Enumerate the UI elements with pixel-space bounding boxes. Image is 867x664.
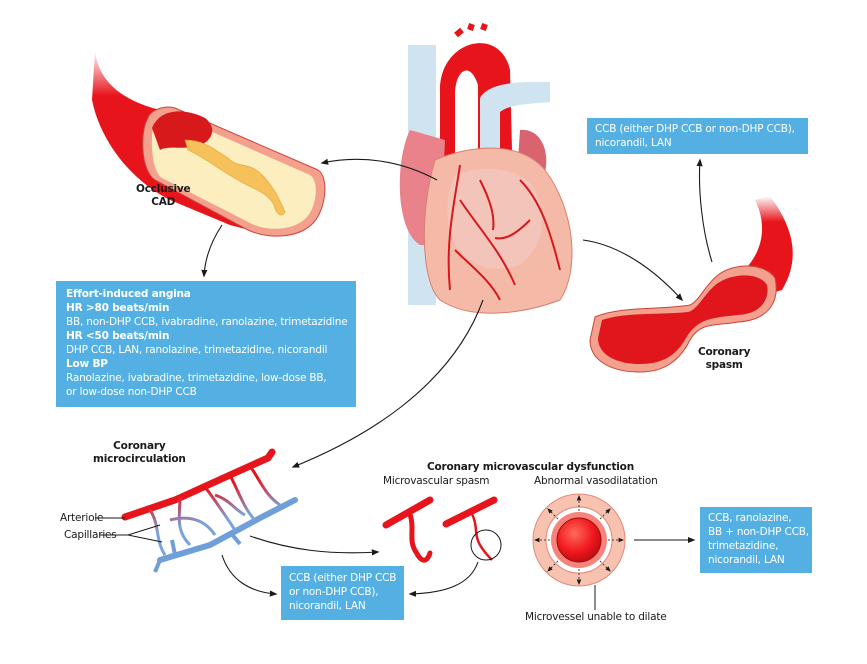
mvs-treatment-line-3: nicorandil, LAN — [289, 600, 366, 612]
vaso-treatment-line-3: trimetazidine, — [708, 540, 779, 552]
hr-high-drugs: BB, non-DHP CCB, ivabradine, ranolazine,… — [66, 316, 348, 328]
effort-angina-title: Effort-induced angina — [66, 288, 191, 300]
coronary-microcirculation-label-line-1: Coronary — [113, 440, 166, 452]
arrow-heart-to-cad — [320, 158, 438, 181]
hr-low-heading: HR <50 beats/min — [66, 330, 170, 342]
arteriole-label: Arteriole — [60, 512, 104, 524]
vasodilatation-treatment-box: CCB, ranolazine, BB + non-DHP CCB, trime… — [700, 507, 812, 573]
vaso-treatment-line-1: CCB, ranolazine, — [708, 512, 792, 524]
coronary-microcirculation-label: Coronary microcirculation — [93, 440, 186, 466]
spasm-treatment-line-1: CCB (either DHP CCB or non-DHP CCB), — [595, 123, 795, 135]
spasm-treatment-box: CCB (either DHP CCB or non-DHP CCB), nic… — [587, 118, 808, 154]
arrow-cad-to-effort-box — [201, 224, 223, 278]
coronary-spasm-vessel-illustration — [589, 196, 793, 373]
abnormal-vasodilatation-illustration — [532, 493, 626, 610]
abnormal-vasodilatation-label: Abnormal vasodilatation — [534, 475, 658, 487]
spasm-treatment-line-2: nicorandil, LAN — [595, 137, 672, 149]
arrow-micro-to-ccb-box — [221, 554, 278, 597]
coronary-spasm-label-line-2: spasm — [705, 359, 743, 371]
microvessel-unable-label: Microvessel unable to dilate — [525, 611, 667, 623]
heart-illustration — [399, 23, 573, 314]
low-bp-drugs-line-1: Ranolazine, ivabradine, trimetazidine, l… — [66, 372, 327, 384]
low-bp-heading: Low BP — [66, 358, 108, 370]
low-bp-drugs-line-2: or low-dose non-DHP CCB — [66, 386, 197, 398]
occlusive-cad-label: Occlusive CAD — [136, 183, 191, 209]
effort-angina-treatment-box: Effort-induced angina HR >80 beats/min B… — [56, 281, 356, 407]
coronary-spasm-label-line-1: Coronary — [698, 346, 751, 358]
vaso-treatment-line-4: nicorandil, LAN — [708, 554, 785, 566]
cmd-title: Coronary microvascular dysfunction — [427, 461, 634, 473]
hr-low-drugs: DHP CCB, LAN, ranolazine, trimetazidine,… — [66, 344, 328, 356]
microvascular-spasm-label: Microvascular spasm — [383, 475, 490, 487]
occlusive-cad-label-line-2: CAD — [151, 196, 176, 208]
arrow-micro-to-spasm — [249, 535, 380, 556]
microvascular-spasm-illustration — [382, 496, 502, 563]
capillaries-label: Capillaries — [64, 529, 117, 541]
coronary-spasm-label: Coronary spasm — [698, 346, 750, 372]
hr-high-heading: HR >80 beats/min — [66, 302, 170, 314]
arrow-heart-to-microcirculation — [291, 299, 484, 468]
arrow-spasm-to-box — [696, 158, 713, 263]
occlusive-cad-label-line-1: Occlusive — [136, 183, 191, 195]
arrow-heart-to-spasm — [582, 239, 684, 302]
mvs-treatment-line-2: or non-DHP CCB), — [289, 586, 379, 598]
microvascular-spasm-treatment-box: CCB (either DHP CCB or non-DHP CCB), nic… — [281, 566, 404, 620]
occlusive-cad-vessel-illustration — [92, 50, 326, 237]
capillaries-leader-line — [100, 524, 163, 543]
mvs-treatment-line-1: CCB (either DHP CCB — [289, 572, 397, 584]
vaso-treatment-line-2: BB + non-DHP CCB, — [708, 526, 809, 538]
coronary-microcirculation-illustration — [121, 448, 298, 573]
coronary-microcirculation-label-line-2: microcirculation — [93, 453, 186, 465]
arrow-spasm-to-ccb-box — [408, 561, 479, 597]
